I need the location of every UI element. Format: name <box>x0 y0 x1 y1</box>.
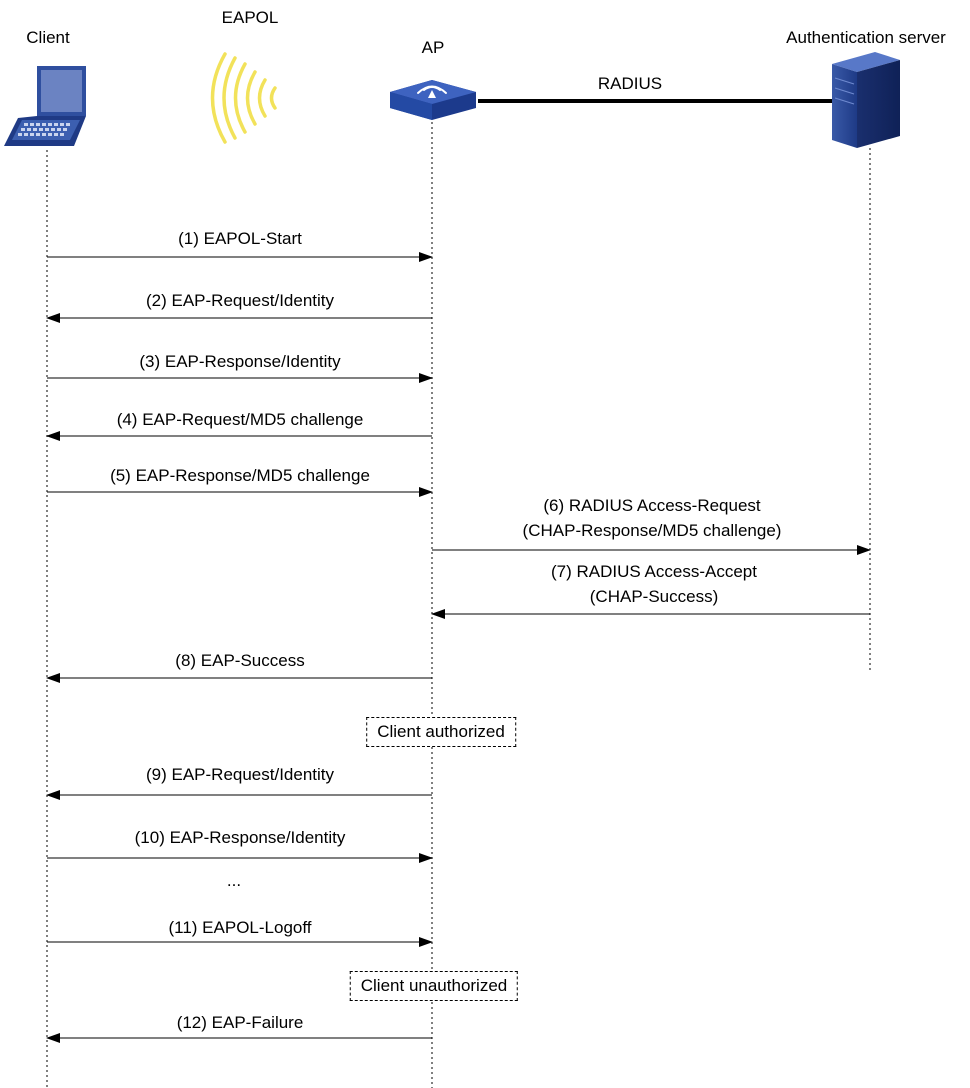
message-label-6b: (CHAP-Response/MD5 challenge) <box>522 521 782 540</box>
message-label-3: (3) EAP-Response/Identity <box>139 352 341 371</box>
client-authorized-box: Client authorized <box>366 717 516 747</box>
radius-label: RADIUS <box>597 74 663 93</box>
message-label-10: (10) EAP-Response/Identity <box>134 828 346 847</box>
server-label: Authentication server <box>786 28 946 47</box>
message-label-11: (11) EAPOL-Logoff <box>168 918 312 937</box>
message-label-2: (2) EAP-Request/Identity <box>145 291 335 310</box>
laptop-icon <box>4 66 86 146</box>
message-label-12: (12) EAP-Failure <box>176 1013 304 1032</box>
wireless-signal-icon <box>210 52 277 144</box>
ellipsis-label: ... <box>226 871 242 890</box>
message-label-6a: (6) RADIUS Access-Request <box>543 496 761 515</box>
message-arrows <box>46 252 871 1043</box>
access-point-icon <box>390 80 476 120</box>
message-label-4: (4) EAP-Request/MD5 challenge <box>116 410 364 429</box>
client-unauthorized-box: Client unauthorized <box>349 971 519 1001</box>
client-label: Client <box>26 28 70 47</box>
message-label-7b: (CHAP-Success) <box>589 587 719 606</box>
message-label-1: (1) EAPOL-Start <box>178 229 302 248</box>
server-icon <box>832 52 900 148</box>
eapol-label: EAPOL <box>221 8 279 27</box>
message-label-8: (8) EAP-Success <box>175 651 305 670</box>
ap-label: AP <box>421 38 445 57</box>
message-label-9: (9) EAP-Request/Identity <box>145 765 335 784</box>
message-label-7a: (7) RADIUS Access-Accept <box>551 562 757 581</box>
message-label-5: (5) EAP-Response/MD5 challenge <box>110 466 370 485</box>
